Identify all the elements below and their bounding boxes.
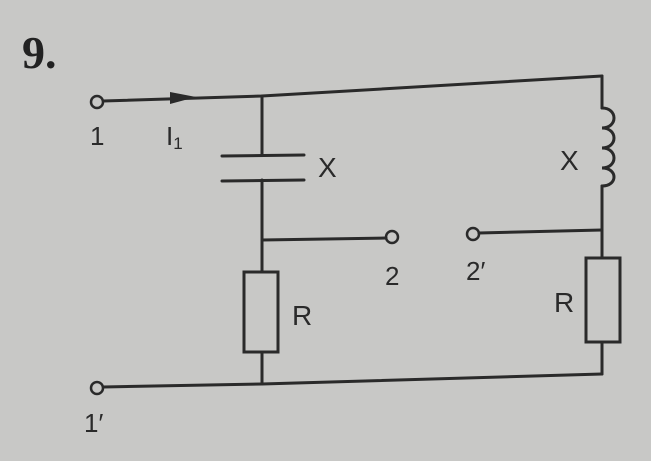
terminal-2	[384, 229, 400, 245]
left-resistor-label: R	[292, 300, 312, 331]
node-2-wire	[260, 236, 388, 242]
current-sub: 1	[173, 134, 182, 153]
terminal-2-prime-label: 2′	[466, 256, 485, 286]
capacitor	[220, 153, 306, 183]
terminal-2-label: 2	[385, 261, 399, 291]
terminal-1-label: 1	[90, 121, 104, 151]
node-2-prime-wire	[477, 228, 604, 235]
right-resistor	[584, 256, 622, 344]
right-resistor-label: R	[554, 287, 574, 318]
terminal-2-prime	[465, 226, 481, 242]
current-main: I	[166, 121, 173, 151]
terminal-1-prime	[89, 380, 105, 396]
inductor-label: X	[560, 145, 579, 176]
capacitor-label: X	[318, 152, 337, 183]
current-label: I1	[166, 121, 183, 153]
terminal-1	[89, 94, 105, 110]
inductor	[600, 106, 616, 188]
problem-number: 9.	[22, 27, 57, 78]
terminal-1-prime-label: 1′	[84, 408, 103, 438]
current-arrow-icon	[170, 92, 196, 104]
left-resistor	[242, 270, 280, 354]
